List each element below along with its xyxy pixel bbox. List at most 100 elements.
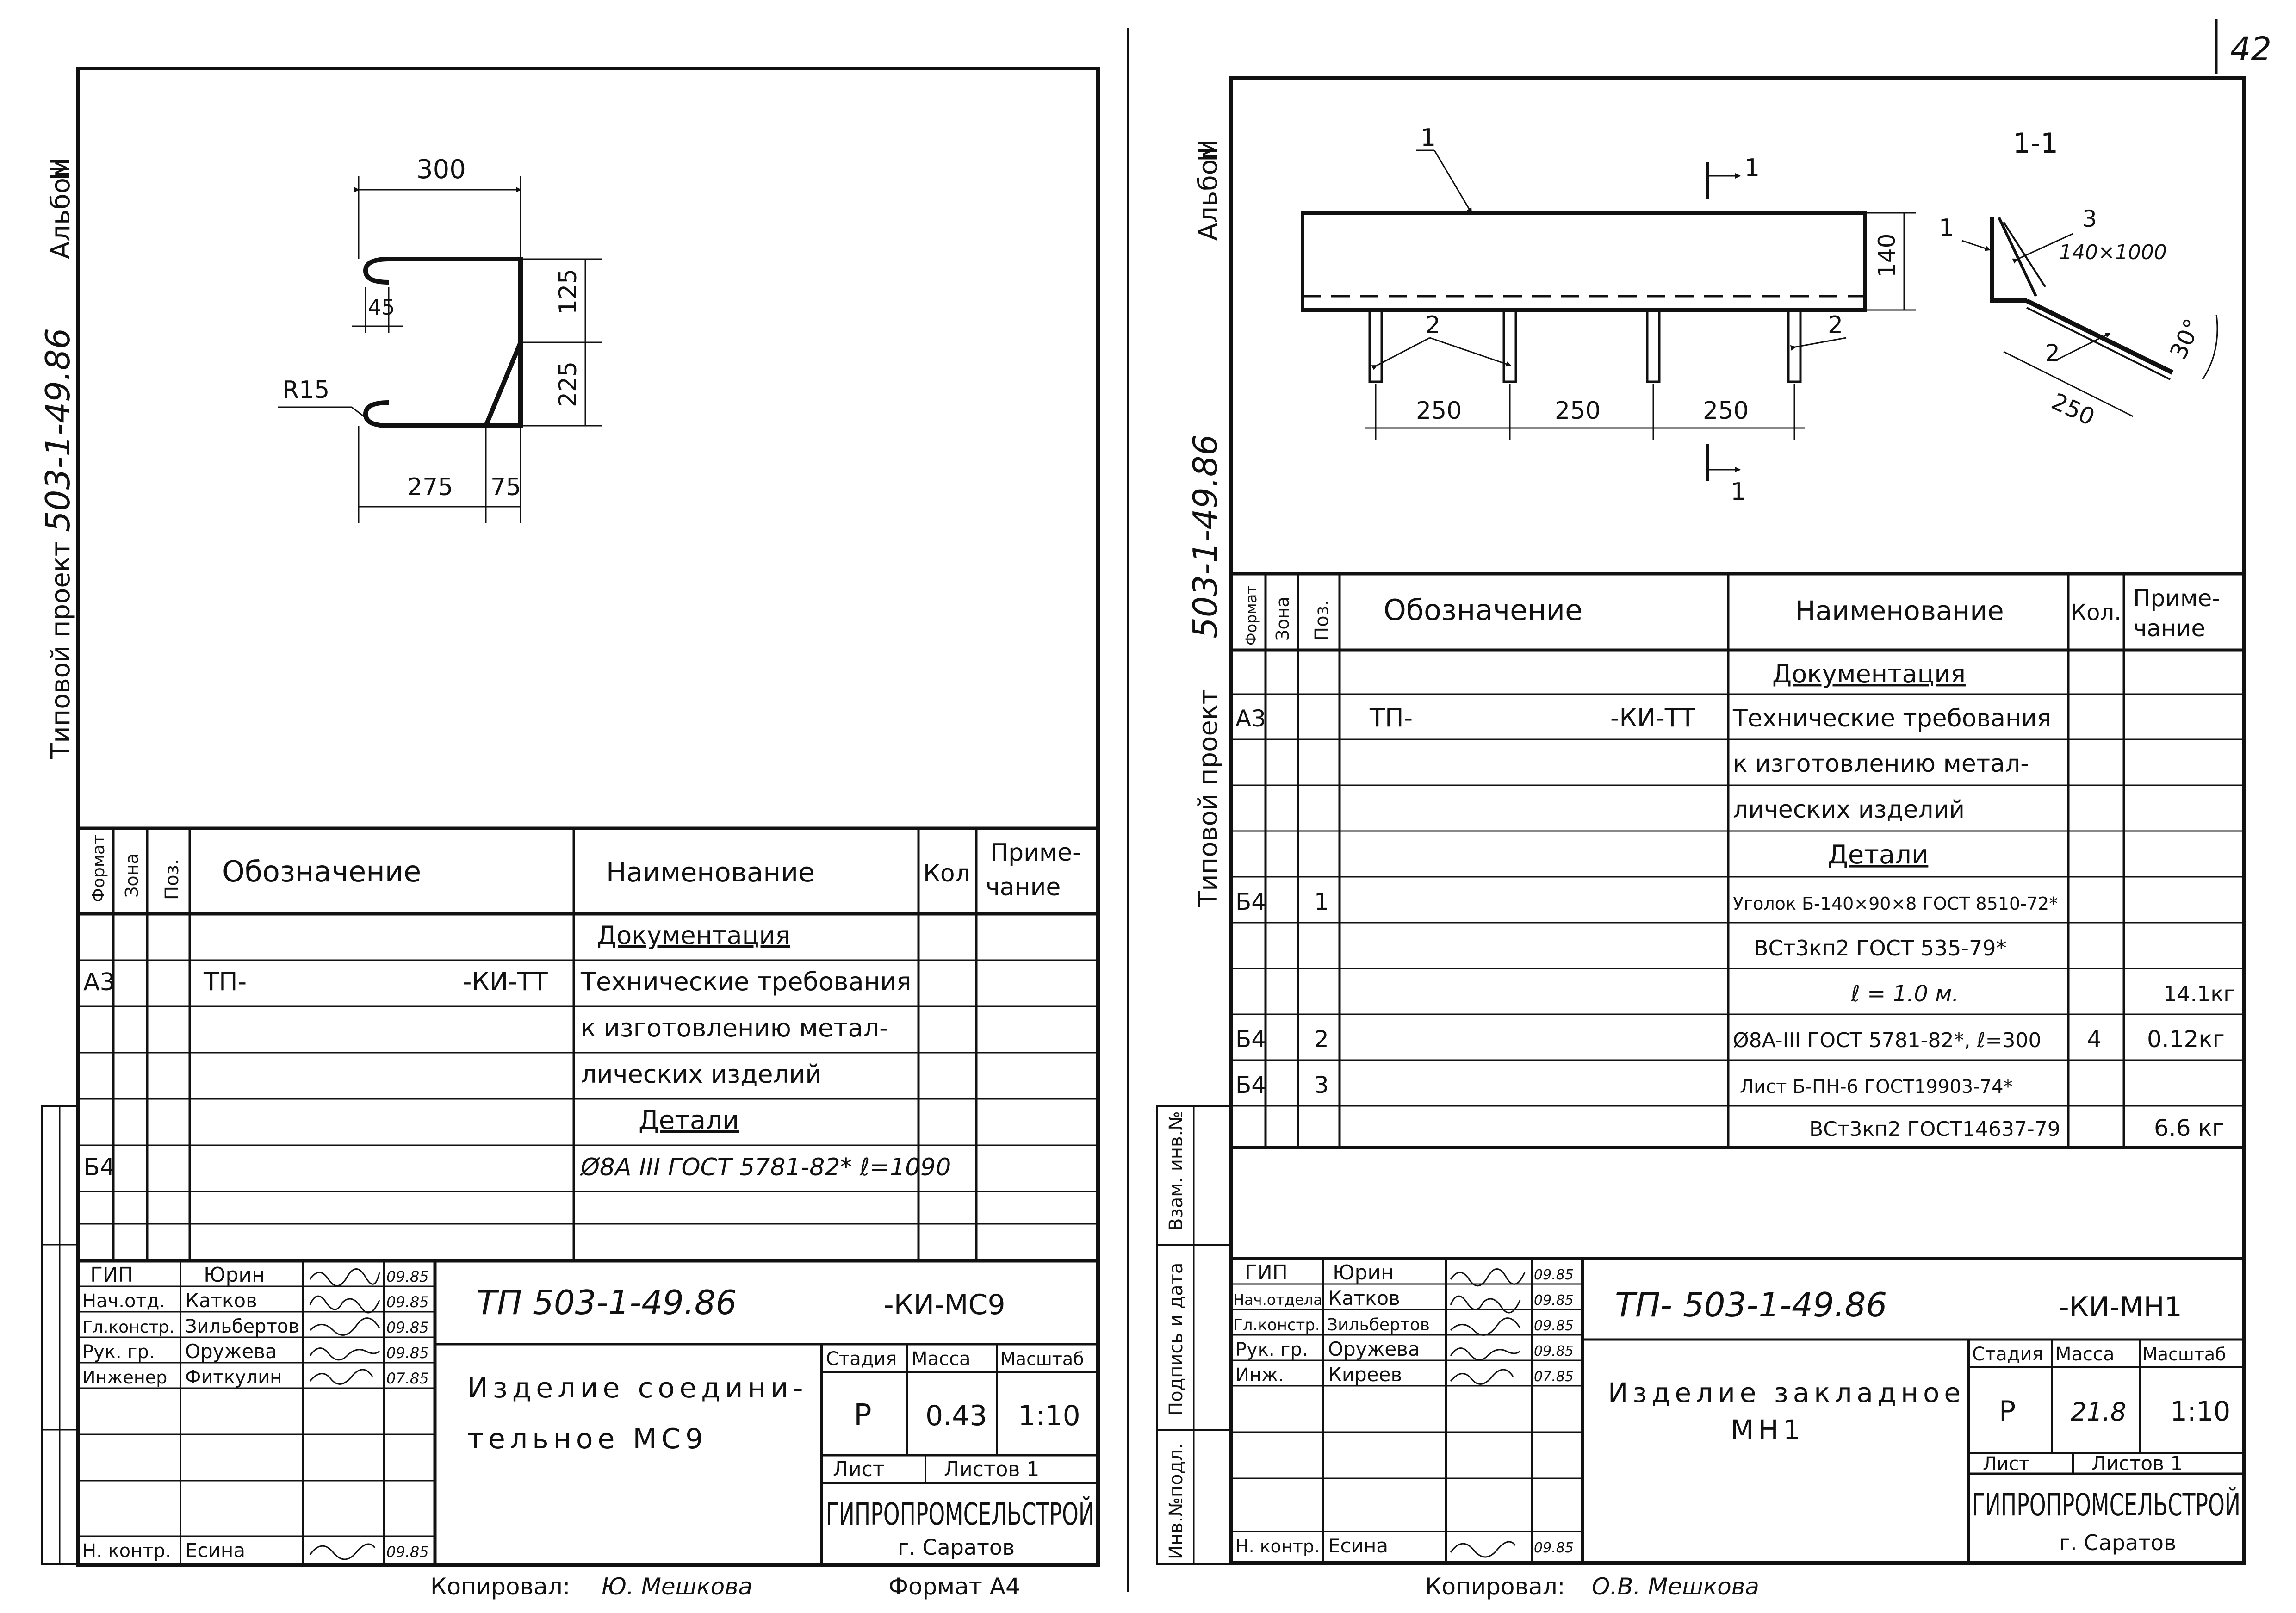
left-album-label: Альбом xyxy=(46,158,76,259)
right-row-format: Б4 xyxy=(1235,1072,1266,1098)
right-title-line-1: Изделие закладное xyxy=(1608,1377,1965,1408)
right-row-name: Ø8A-III ГОСТ 5781-82*, ℓ=300 xyxy=(1733,1029,2041,1052)
right-scale: 1:10 xyxy=(2170,1396,2230,1427)
left-date: 09.85 xyxy=(386,1543,429,1561)
right-row-qty: 4 xyxy=(2087,1026,2102,1053)
right-hdr-name: Наименование xyxy=(1795,595,2004,627)
right-row-doc-heading: Документация xyxy=(1772,659,1966,689)
right-stage-label: Стадия xyxy=(1972,1344,2043,1365)
right-person: Киреев xyxy=(1328,1363,1402,1386)
left-title-line-1: Изделие соедини- xyxy=(467,1372,807,1404)
left-role: Нач.отд. xyxy=(82,1290,165,1312)
left-sheet-label: Лист xyxy=(833,1458,885,1481)
right-row-name: лических изделий xyxy=(1733,796,1965,824)
right-row-pos: 3 xyxy=(1314,1072,1329,1098)
right-title-block: ГИП Нач.отдела Гл.констр. Рук. гр. Инж. … xyxy=(1231,1257,2244,1563)
front-dim-250c: 250 xyxy=(1703,397,1749,425)
right-person: Катков xyxy=(1328,1287,1400,1309)
right-row-note: 0.12кг xyxy=(2147,1026,2225,1053)
left-role: Рук. гр. xyxy=(82,1341,155,1363)
left-sheets-label: Листов 1 xyxy=(944,1458,1039,1481)
left-row-name: Ø8A III ГОСТ 5781-82* ℓ=1090 xyxy=(580,1154,951,1181)
left-hdr-zone: Зона xyxy=(122,853,142,898)
left-person: Катков xyxy=(185,1289,257,1312)
right-row-note: 14.1кг xyxy=(2163,981,2234,1006)
right-edge-stamp: Взам. инв.№ Подпись и дата Инв.№подл. xyxy=(1156,1105,1232,1565)
right-doc-code: ТП- 503-1-49.86 xyxy=(1615,1285,1887,1324)
right-row-name: Технические требования xyxy=(1732,705,2051,732)
left-role: Н. контр. xyxy=(82,1540,171,1562)
front-dim-140: 140 xyxy=(1874,234,1900,278)
right-date: 09.85 xyxy=(1534,1540,1574,1556)
left-org: ГИПРОПРОМСЕЛЬСТРОЙ xyxy=(826,1496,1094,1532)
left-date: 09.85 xyxy=(386,1268,429,1285)
right-frame xyxy=(1229,76,2246,1565)
right-doc-suffix: -КИ-МН1 xyxy=(2059,1291,2182,1323)
right-sheets-label: Листов 1 xyxy=(2091,1452,2183,1475)
section-title: 1-1 xyxy=(2013,127,2058,160)
front-callout-2a: 2 xyxy=(1425,311,1440,339)
right-row-name: Уголок Б-140×90×8 ГОСТ 8510-72* xyxy=(1733,893,2058,914)
right-row-designation-suffix: -КИ-ТТ xyxy=(1610,703,1696,732)
left-title-line-2: тельное МС9 xyxy=(467,1423,707,1455)
right-section-view: 1-1 1 3 140×1000 2 250 30° xyxy=(1939,127,2218,431)
right-copied-by: Копировал: xyxy=(1425,1573,1565,1600)
front-dim-250a: 250 xyxy=(1416,397,1462,425)
left-row-format: А3 xyxy=(83,968,115,996)
right-project-number: 503-1-49.86 xyxy=(1186,434,1225,639)
right-mass: 21.8 xyxy=(2071,1397,2126,1427)
left-row-designation: ТП- xyxy=(203,967,247,996)
section-mark-top: 1 xyxy=(1744,154,1760,182)
left-date: 09.85 xyxy=(386,1319,429,1336)
section-plate-size: 140×1000 xyxy=(2059,241,2167,264)
right-stage: Р xyxy=(1999,1395,2016,1427)
dim-75: 75 xyxy=(490,473,521,501)
section-callout-3: 3 xyxy=(2082,205,2097,232)
dim-125: 125 xyxy=(554,269,582,315)
left-role: ГИП xyxy=(90,1263,133,1287)
right-person: Есина xyxy=(1328,1534,1388,1557)
right-date: 09.85 xyxy=(1534,1267,1574,1283)
left-date: 07.85 xyxy=(386,1370,429,1387)
right-date: 09.85 xyxy=(1534,1318,1574,1334)
right-hdr-format: Формат xyxy=(1242,585,1260,645)
right-hdr-qty: Кол. xyxy=(2071,600,2121,626)
left-hdr-note-1: Приме- xyxy=(990,839,1081,867)
left-row-format: Б4 xyxy=(83,1154,115,1181)
left-doc-suffix: -КИ-МС9 xyxy=(884,1289,1005,1321)
dim-275: 275 xyxy=(407,473,453,501)
left-mass: 0.43 xyxy=(925,1400,987,1432)
right-role: Нач.отдела xyxy=(1233,1291,1322,1309)
left-row-details-heading: Детали xyxy=(639,1105,739,1135)
right-row-name: ℓ = 1.0 м. xyxy=(1850,981,1959,1007)
right-person: Зильбертов xyxy=(1327,1315,1430,1334)
left-date: 09.85 xyxy=(386,1344,429,1362)
left-date: 09.85 xyxy=(386,1293,429,1311)
right-row-pos: 2 xyxy=(1314,1026,1329,1053)
dim-225: 225 xyxy=(554,361,582,407)
left-hdr-designation: Обозначение xyxy=(222,855,421,888)
right-row-pos: 1 xyxy=(1314,888,1329,915)
section-dim-250: 250 xyxy=(2048,388,2099,431)
section-callout-1: 1 xyxy=(1939,214,1954,242)
left-project-label: Типовой проект xyxy=(46,541,76,759)
left-album-number: III xyxy=(46,157,76,180)
dim-r15: R15 xyxy=(282,376,329,404)
left-sheet: Альбом III Типовой проект 503-1-49.86 30… xyxy=(38,67,1100,1600)
right-role: Рук. гр. xyxy=(1235,1339,1308,1360)
right-row-name: ВСт3кп2 ГОСТ 535-79* xyxy=(1754,936,2007,961)
right-person: Юрин xyxy=(1333,1261,1394,1284)
left-role: Гл.констр. xyxy=(82,1318,174,1337)
left-hdr-format: Формат xyxy=(89,835,108,902)
right-row-name: ВСт3кп2 ГОСТ14637-79 xyxy=(1809,1117,2060,1141)
right-row-format: Б4 xyxy=(1235,888,1266,915)
left-hdr-name: Наименование xyxy=(606,856,815,888)
right-title-line-2: МН1 xyxy=(1731,1414,1805,1445)
stamp-replacement: Взам. инв.№ xyxy=(1166,1111,1187,1231)
left-row-name: к изготовлению метал- xyxy=(581,1013,888,1042)
right-project-label: Типовой проект xyxy=(1193,689,1223,907)
right-date: 09.85 xyxy=(1534,1343,1574,1359)
right-row-name: к изготовлению метал- xyxy=(1733,750,2029,778)
left-row-doc-heading: Документация xyxy=(597,921,790,950)
